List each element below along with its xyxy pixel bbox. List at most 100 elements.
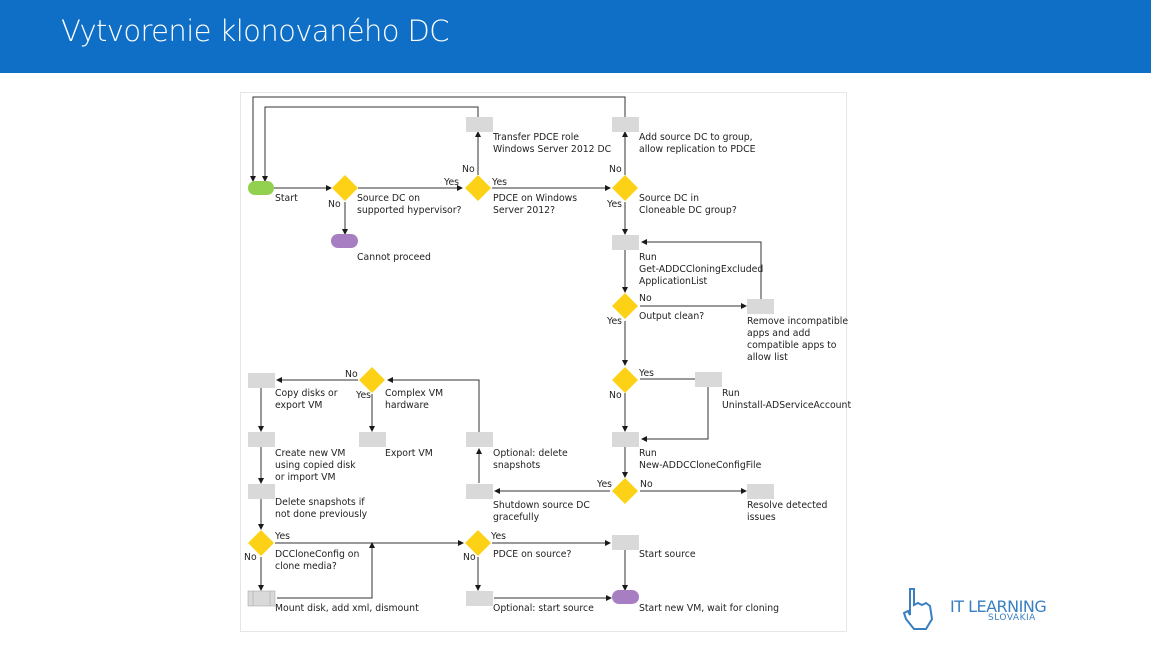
connectors: [250, 96, 762, 601]
label-delopt-1: Optional: delete: [493, 448, 568, 459]
label-start-new: Start new VM, wait for cloning: [639, 603, 779, 614]
edge-label-no: No: [244, 552, 257, 563]
decision-config-result: [612, 478, 638, 504]
edge-label-yes: Yes: [606, 316, 622, 327]
process-create-vm: [248, 432, 275, 447]
label-resolve-1: Resolve detected: [747, 500, 828, 511]
label-create-3: or import VM: [275, 472, 336, 483]
process-resolve: [747, 484, 774, 499]
label-remove-1: Remove incompatible: [747, 316, 848, 327]
label-run-2: Get-ADDCCloningExcluded: [639, 264, 763, 275]
edge-label-yes: Yes: [443, 177, 459, 188]
label-uninstall-1: Run: [722, 388, 740, 399]
decision-pdce-source: [465, 530, 491, 556]
label-addgroup-1: Add source DC to group,: [639, 132, 753, 143]
edge-transfer-start: [262, 106, 479, 182]
decision-dcclone: [248, 530, 274, 556]
label-output-clean: Output clean?: [639, 311, 704, 322]
label-newconfig-2: New-ADDCCloneConfigFile: [639, 460, 762, 471]
edge-label-yes: Yes: [491, 177, 507, 188]
label-newconfig-1: Run: [639, 448, 657, 459]
process-newconfig: [612, 432, 639, 447]
process-shutdown: [466, 484, 493, 499]
edge-label-no: No: [640, 479, 653, 490]
process-remove-apps: [747, 299, 774, 314]
edge-delopt-complex: [387, 377, 480, 432]
start-new-vm-node: [612, 590, 639, 604]
label-shutdown-1: Shutdown source DC: [493, 500, 590, 511]
it-learning-logo: IT LEARNING SLOVAKIA: [900, 585, 1047, 635]
label-pdce2012-2: Server 2012?: [493, 205, 555, 216]
logo-main-text: IT LEARNING: [950, 597, 1047, 616]
label-uninstall-2: Uninstall-ADServiceAccount: [722, 400, 851, 411]
label-copy-1: Copy disks or: [275, 388, 338, 399]
edge-label-no: No: [463, 552, 476, 563]
process-addgroup: [612, 117, 639, 132]
label-shutdown-2: gracefully: [493, 512, 540, 523]
edge-remove-run: [641, 239, 762, 300]
decision-complex-vm: [359, 367, 385, 393]
edge-label-yes: Yes: [274, 531, 290, 542]
label-delete-1: Delete snapshots if: [275, 497, 365, 508]
process-mount: [247, 590, 276, 607]
edge-label-no: No: [345, 369, 358, 380]
process-run-excluded: [612, 235, 639, 250]
edge-label-yes: Yes: [490, 531, 506, 542]
cannot-proceed-node: [331, 234, 358, 248]
edge-label-no: No: [639, 293, 652, 304]
label-hypervisor-2: supported hypervisor?: [357, 205, 462, 216]
label-pdce-source: PDCE on source?: [493, 549, 571, 560]
label-hypervisor-1: Source DC on: [357, 193, 420, 204]
label-remove-4: allow list: [747, 352, 788, 363]
label-transfer-1: Transfer PDCE role: [492, 132, 579, 143]
label-cloneable-2: Cloneable DC group?: [639, 205, 737, 216]
process-delete-opt: [466, 432, 493, 447]
pointer-hand-icon: [902, 588, 934, 630]
label-create-1: Create new VM: [275, 448, 345, 459]
edge-label-no: No: [462, 164, 475, 175]
label-complex-1: Complex VM: [385, 388, 443, 399]
label-remove-3: compatible apps to: [747, 340, 837, 351]
processes: [248, 117, 774, 606]
label-run-3: ApplicationList: [639, 276, 708, 287]
label-dcclone-2: clone media?: [275, 561, 337, 572]
label-export: Export VM: [385, 448, 433, 459]
decision-hypervisor: [332, 175, 358, 201]
decisions: [248, 175, 638, 556]
edge-label-yes: Yes: [606, 199, 622, 210]
process-transfer: [466, 117, 493, 132]
label-addgroup-2: allow replication to PDCE: [639, 144, 756, 155]
label-copy-2: export VM: [275, 400, 322, 411]
edge-label-no: No: [328, 199, 341, 210]
start-node: [248, 181, 274, 195]
label-cannot: Cannot proceed: [357, 252, 431, 263]
label-delete-2: not done previously: [275, 509, 368, 520]
decision-pdce2012: [465, 175, 491, 201]
process-uninstall: [695, 372, 722, 387]
edge-label-yes: Yes: [596, 479, 612, 490]
label-resolve-2: issues: [747, 512, 776, 523]
label-start: Start: [275, 193, 298, 204]
label-start-source: Start source: [639, 549, 696, 560]
label-pdce2012-1: PDCE on Windows: [493, 193, 577, 204]
label-complex-2: hardware: [385, 400, 429, 411]
edge-addgroup-start: [250, 96, 626, 182]
edge-mount-main: [277, 542, 375, 599]
label-create-2: using copied disk: [275, 460, 356, 471]
label-optional-start: Optional: start source: [493, 603, 594, 614]
label-mount: Mount disk, add xml, dismount: [275, 603, 419, 614]
logo-sub-text: SLOVAKIA: [988, 613, 1036, 623]
process-start-source: [612, 535, 639, 550]
title-banner: Vytvorenie klonovaného DC: [0, 0, 1151, 73]
label-run-1: Run: [639, 252, 657, 263]
decision-cloneable: [612, 175, 638, 201]
edge-label-yes: Yes: [638, 368, 654, 379]
page-title: Vytvorenie klonovaného DC: [61, 14, 450, 48]
edge-uninstall-newconfig: [641, 387, 709, 442]
label-transfer-2: Windows Server 2012 DC: [493, 144, 611, 155]
label-remove-2: apps and add: [747, 328, 810, 339]
edge-label-no: No: [609, 164, 622, 175]
decision-msa: [612, 367, 638, 393]
label-delopt-2: snapshots: [493, 460, 540, 471]
